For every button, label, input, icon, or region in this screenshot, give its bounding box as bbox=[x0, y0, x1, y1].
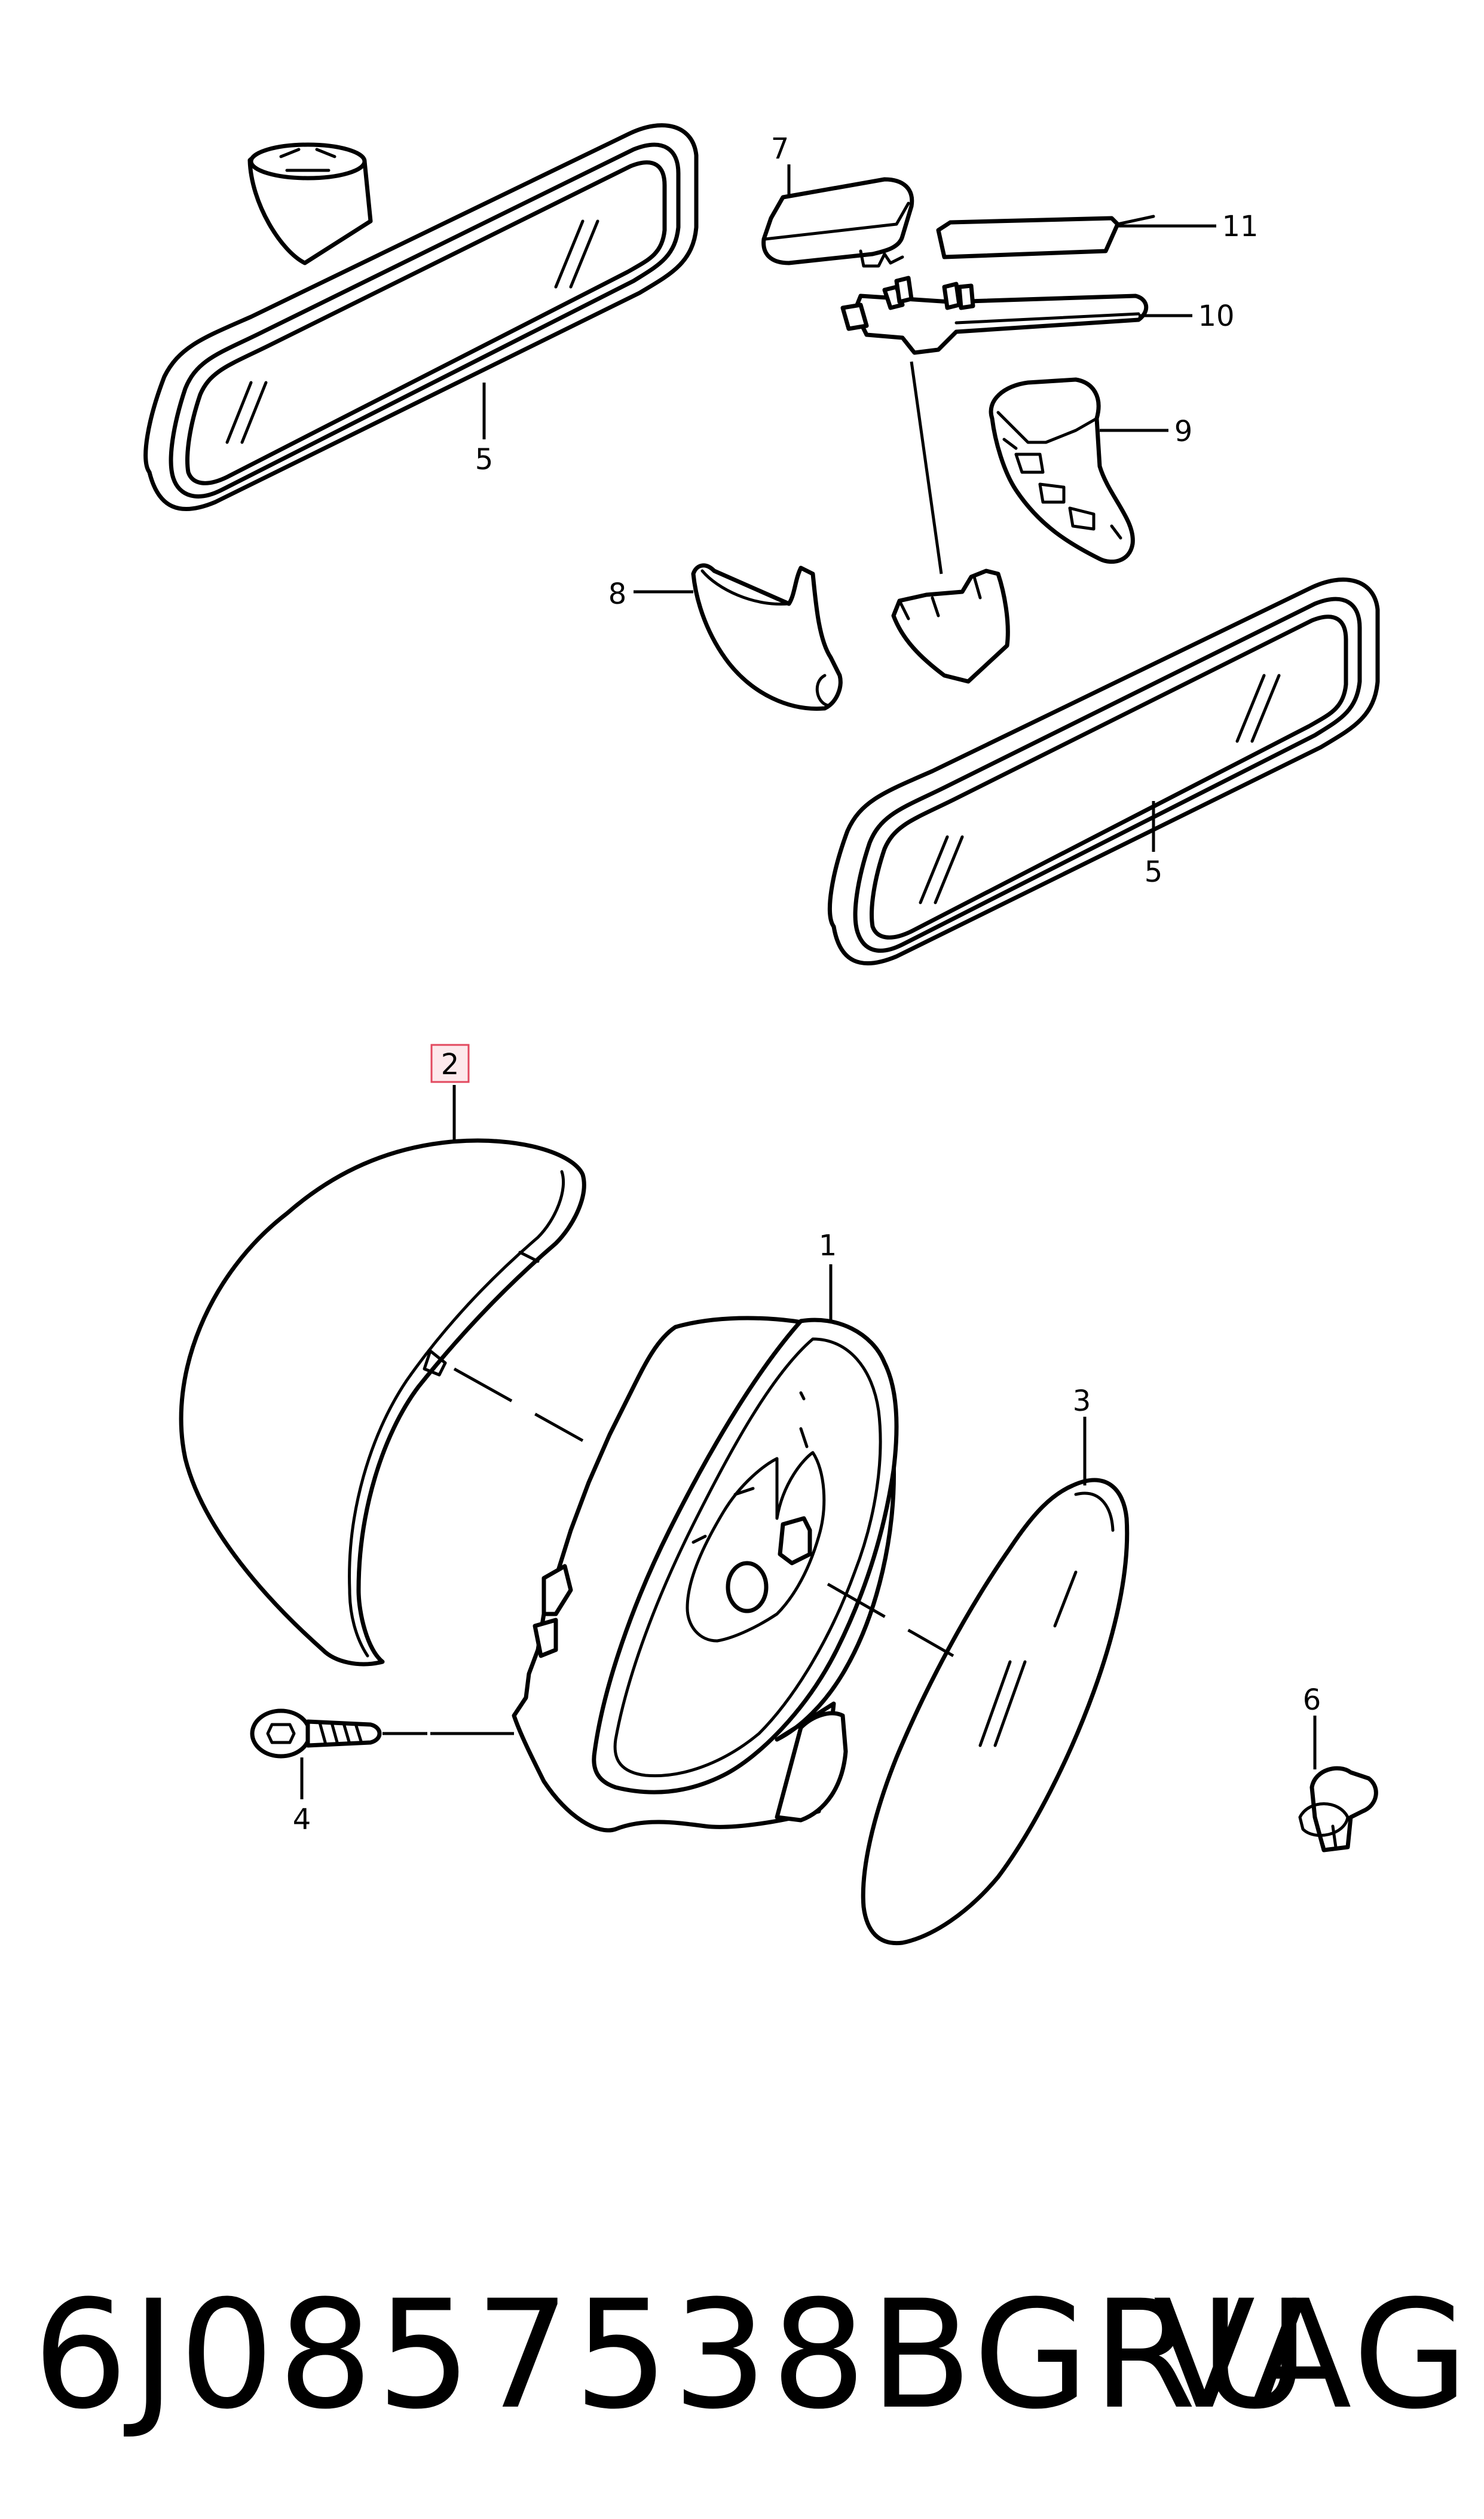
bracket-part-10 bbox=[840, 276, 1149, 355]
interior-mirror-top bbox=[143, 123, 699, 512]
callout-10: 10 bbox=[1198, 299, 1234, 333]
callout-2: 2 bbox=[441, 1048, 460, 1081]
mirror-housing-part-1 bbox=[512, 1316, 899, 1833]
callout-1: 1 bbox=[819, 1229, 837, 1262]
mirror-cap-part-2 bbox=[179, 1138, 586, 1667]
mount-cover-part-9 bbox=[989, 377, 1135, 564]
callout-6: 6 bbox=[1303, 1683, 1321, 1717]
callout-8: 8 bbox=[608, 577, 627, 611]
callout-7: 7 bbox=[771, 132, 790, 166]
callout-11: 11 bbox=[1222, 210, 1258, 243]
interior-mirror-right bbox=[827, 568, 1380, 966]
screw-part-4 bbox=[250, 1708, 382, 1759]
callout-2-highlight bbox=[430, 1044, 470, 1083]
callout-5-top: 5 bbox=[475, 443, 494, 476]
callout-5-right: 5 bbox=[1145, 855, 1163, 889]
callouts: 5 7 11 10 9 8 5 2 1 3 4 6 bbox=[293, 132, 1321, 1836]
callout-3: 3 bbox=[1073, 1384, 1091, 1418]
mirror-glass-part-3 bbox=[861, 1478, 1130, 1946]
callout-4: 4 bbox=[293, 1803, 311, 1836]
part-number: 6J0857538BGRU bbox=[33, 2268, 1313, 2442]
mount-cover-part-8 bbox=[691, 563, 843, 711]
sensor-cover-part-7 bbox=[761, 177, 914, 268]
brand-name: VAG bbox=[1153, 2268, 1472, 2442]
assembly-lines bbox=[383, 1367, 954, 1735]
footer: 6J0857538BGRU VAG bbox=[0, 2266, 1484, 2445]
callout-9: 9 bbox=[1174, 415, 1193, 448]
clip-part-6 bbox=[1298, 1766, 1378, 1852]
trim-strip-part-11 bbox=[936, 215, 1155, 259]
leader-lines bbox=[300, 164, 1317, 1799]
